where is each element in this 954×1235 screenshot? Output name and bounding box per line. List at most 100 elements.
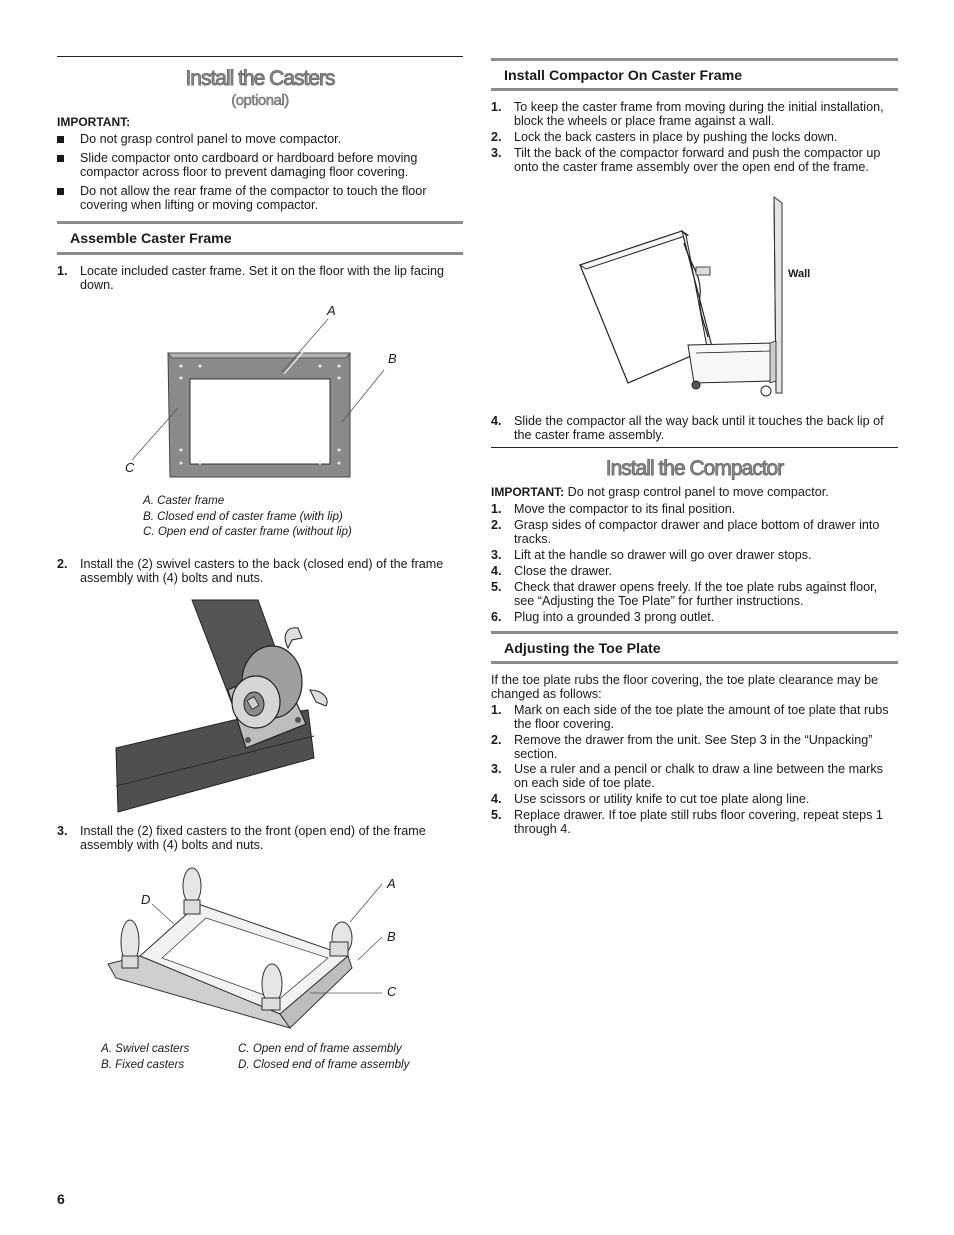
frame-step-4: 4. Slide the compactor all the way back … (491, 414, 898, 442)
top-rule-left (57, 56, 463, 57)
step-text: Lock the back casters in place by pushin… (514, 130, 838, 144)
step-text: Install the (2) swivel casters to the ba… (80, 557, 444, 585)
toe-step-4: 4. Use scissors or utility knife to cut … (491, 792, 898, 806)
fig1-caption-b: B. Closed end of caster frame (with lip) (143, 510, 343, 523)
toe-plate-heading: Adjusting the Toe Plate (491, 631, 898, 664)
step-text: Use a ruler and a pencil or chalk to dra… (514, 762, 883, 790)
step-number: 2. (491, 733, 502, 747)
leader-b (341, 369, 385, 423)
toe-step-2: 2. Remove the drawer from the unit. See … (491, 733, 898, 761)
step-number: 1. (491, 703, 502, 717)
install-compactor-title: Install the Compactor (605, 457, 784, 481)
fig3-label-c: C (387, 984, 397, 999)
step-number: 1. (491, 100, 502, 114)
compactor-tilt-figure (578, 195, 783, 397)
fig3-label-a: A (387, 876, 396, 891)
step-number: 2. (491, 518, 502, 532)
fixed-caster-2 (261, 963, 283, 1011)
step-number: 1. (57, 264, 68, 278)
fig1-label-c: C (125, 460, 135, 475)
compactor-step-3: 3. Lift at the handle so drawer will go … (491, 548, 898, 562)
toe-step-1: 1. Mark on each side of the toe plate th… (491, 703, 898, 731)
install-compactor-rule (491, 447, 898, 448)
leader-a-2 (283, 320, 331, 375)
leader-c (131, 407, 179, 461)
frame-lip (167, 352, 351, 359)
assemble-step-3: 3. Install the (2) fixed casters to the … (57, 824, 463, 852)
install-casters-subtitle: (optional) (231, 92, 290, 109)
step-text: Lift at the handle so drawer will go ove… (514, 548, 812, 562)
assemble-caster-frame-heading: Assemble Caster Frame (57, 221, 463, 255)
axle-nut (246, 696, 260, 710)
fig3-caption-d: D. Closed end of frame assembly (238, 1058, 410, 1071)
fig1-caption-c: C. Open end of caster frame (without lip… (143, 525, 352, 538)
assemble-step-1: 1. Locate included caster frame. Set it … (57, 264, 463, 292)
assembly-lip-side (279, 955, 353, 1029)
step-text: Mark on each side of the toe plate the a… (514, 703, 889, 731)
step-text: Use scissors or utility knife to cut toe… (514, 792, 810, 806)
cord-tag (695, 266, 711, 276)
leader-a (281, 318, 329, 373)
step-text: Install the (2) fixed casters to the fro… (80, 824, 426, 852)
compactor-cord (683, 242, 709, 338)
important-bullet-1: Do not grasp control panel to move compa… (57, 132, 463, 146)
fig3-label-d: D (141, 892, 151, 907)
swivel-caster-figure (115, 599, 328, 813)
step-text: Slide the compactor all the way back unt… (514, 414, 884, 442)
step-text: Grasp sides of compactor drawer and plac… (514, 518, 880, 546)
caster-frame-base (687, 342, 775, 384)
step-text: Close the drawer. (514, 564, 613, 578)
step-number: 2. (57, 557, 68, 571)
fig1-label-a: A (327, 303, 336, 318)
fig3-caption-c: C. Open end of frame assembly (238, 1042, 402, 1055)
important-text: Do not grasp control panel to move compa… (564, 485, 829, 499)
important-label-right: IMPORTANT: (491, 485, 565, 499)
fig1-caption-a: A. Caster frame (143, 494, 225, 507)
fig3-leader-b (357, 936, 383, 961)
fig3-caption-b: B. Fixed casters (101, 1058, 185, 1071)
compactor-step-1: 1. Move the compactor to its final posit… (491, 502, 898, 516)
step-text: Locate included caster frame. Set it on … (80, 264, 445, 292)
toe-plate-intro: If the toe plate rubs the floor covering… (491, 673, 879, 701)
step-number: 4. (491, 414, 502, 428)
fig3-caption-a: A. Swivel casters (101, 1042, 190, 1055)
caster-lock-top (284, 627, 303, 650)
step-number: 4. (491, 564, 502, 578)
step-number: 3. (491, 762, 502, 776)
step-text: Tilt the back of the compactor forward a… (514, 146, 881, 174)
bullet-square-icon (57, 155, 64, 162)
step-text: Remove the drawer from the unit. See Ste… (514, 733, 873, 761)
frame-step-3: 3. Tilt the back of the compactor forwar… (491, 146, 898, 174)
install-on-frame-heading: Install Compactor On Caster Frame (491, 58, 898, 91)
bullet-square-icon (57, 188, 64, 195)
compactor-top (578, 230, 690, 270)
bullet-text: Slide compactor onto cardboard or hardbo… (80, 151, 418, 179)
frame-edge (115, 735, 315, 787)
important-bullet-2: Slide compactor onto cardboard or hardbo… (57, 151, 463, 179)
caster-lock-side (309, 689, 328, 707)
important-bullet-3: Do not allow the rear frame of the compa… (57, 184, 463, 212)
compactor-step-4: 4. Close the drawer. (491, 564, 898, 578)
step-number: 3. (57, 824, 68, 838)
step-number: 4. (491, 792, 502, 806)
assembly-frame-inner (161, 917, 329, 1001)
swivel-caster-1 (182, 867, 202, 915)
step-text: Replace drawer. If toe plate still rubs … (514, 808, 883, 836)
bullet-square-icon (57, 136, 64, 143)
caster-frame-figure (131, 318, 385, 478)
bullet-text: Do not grasp control panel to move compa… (80, 132, 342, 146)
step-number: 3. (491, 146, 502, 160)
step-text: Check that drawer opens freely. If the t… (514, 580, 878, 608)
fig3-leader-d (151, 903, 175, 925)
step-number: 2. (491, 130, 502, 144)
base-detail (695, 350, 771, 354)
step-number: 5. (491, 808, 502, 822)
swivel-caster-2 (329, 921, 353, 957)
compactor-step-2: 2. Grasp sides of compactor drawer and p… (491, 518, 898, 546)
base-lip (769, 340, 777, 384)
caster-assembly-figure (107, 867, 383, 1029)
install-casters-title: Install the Casters (185, 67, 336, 91)
fig3-label-b: B (387, 929, 396, 944)
step-text: Move the compactor to its final position… (514, 502, 736, 516)
bullet-text: Do not allow the rear frame of the compa… (80, 184, 427, 212)
